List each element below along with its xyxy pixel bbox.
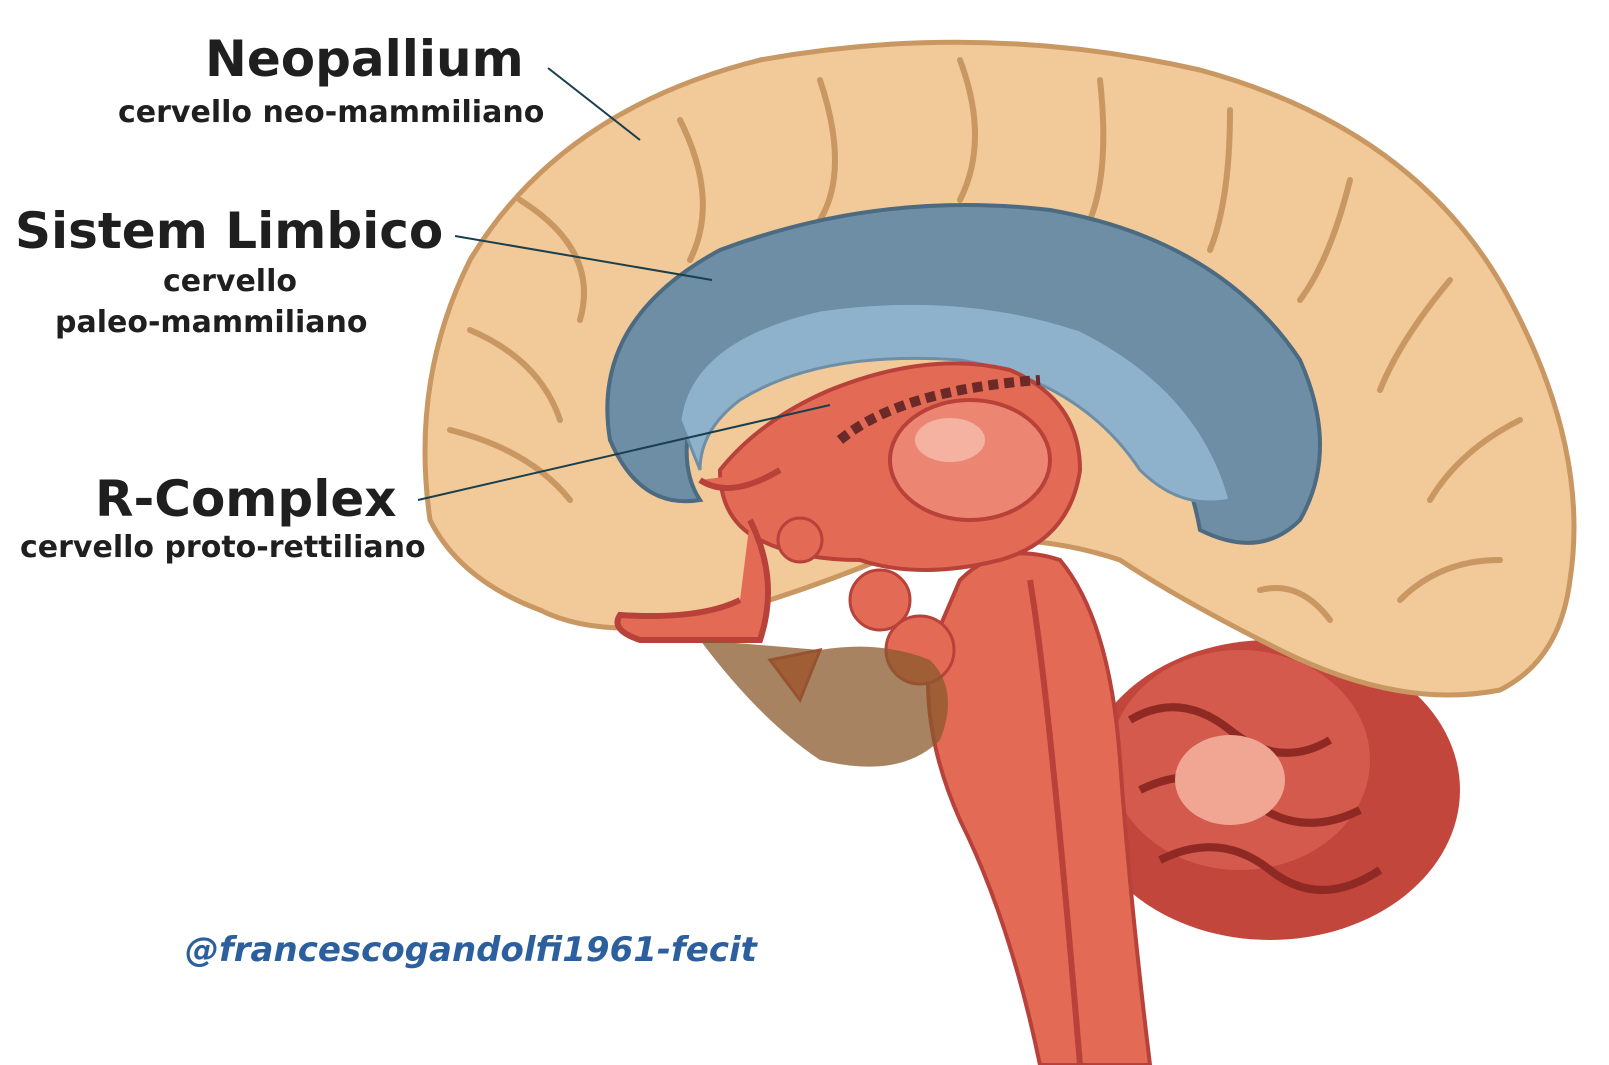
brainstem	[928, 553, 1150, 1065]
neopallium-subtitle: cervello neo-mammiliano	[118, 95, 544, 130]
rcomplex-title: R-Complex	[95, 470, 397, 528]
limbic-subtitle-line1: cervello	[155, 264, 305, 299]
limbic-title: Sistem Limbico	[15, 202, 443, 260]
limbic-subtitle-line2: paleo-mammiliano	[55, 305, 368, 340]
neopallium-title: Neopallium	[205, 30, 524, 88]
underside-shadow	[700, 640, 948, 767]
rcomplex-subtitle: cervello proto-rettiliano	[20, 530, 426, 565]
author-credit: @francescogandolfi1961-fecit	[185, 930, 757, 970]
